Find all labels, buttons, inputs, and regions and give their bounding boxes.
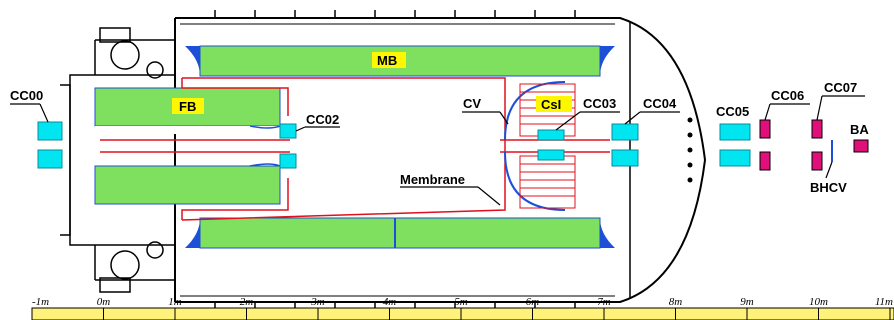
cc00-lower bbox=[37, 149, 63, 169]
cyan-detectors bbox=[37, 121, 751, 169]
scale-tick-label: 9m bbox=[740, 296, 754, 308]
label-cv: CV bbox=[463, 96, 481, 111]
label-cc03: CC03 bbox=[583, 96, 616, 111]
label-cc00: CC00 bbox=[10, 88, 43, 103]
label-cc06: CC06 bbox=[771, 88, 804, 103]
scale-tick-label: 6m bbox=[526, 296, 540, 308]
label-membrane: Membrane bbox=[400, 172, 465, 187]
scale-tick-label: 7m bbox=[597, 296, 611, 308]
label-ba: BA bbox=[850, 122, 869, 137]
label-csi: CsI bbox=[541, 97, 561, 112]
scale-tick-label: -1m bbox=[32, 296, 49, 308]
cc06-upper bbox=[759, 119, 771, 139]
front-barrel bbox=[94, 87, 281, 205]
leader-lines bbox=[10, 95, 865, 206]
scale-tick-label: 8m bbox=[669, 296, 683, 308]
vessel-bolts bbox=[687, 117, 693, 183]
scale-tick-label: 2m bbox=[240, 296, 254, 308]
scale-tick-label: 4m bbox=[383, 296, 397, 308]
cc04-upper bbox=[611, 123, 639, 141]
cc00-upper bbox=[37, 121, 63, 141]
label-cc02: CC02 bbox=[306, 112, 339, 127]
label-bhcv: BHCV bbox=[810, 180, 847, 195]
label-cc05: CC05 bbox=[716, 104, 749, 119]
cc04-lower bbox=[611, 149, 639, 167]
cc06-lower bbox=[759, 151, 771, 171]
fb-top bbox=[94, 87, 281, 127]
scale-tick-label: 10m bbox=[809, 296, 828, 308]
mb-bottom bbox=[199, 217, 601, 249]
scale-tick-label: 0m bbox=[97, 296, 111, 308]
label-cc04: CC04 bbox=[643, 96, 677, 111]
scale-ticks: -1m 0m 1m 2m 3m 4m 5m 6m 7m 8m 9m 10m 11m bbox=[31, 296, 893, 320]
label-cc07: CC07 bbox=[824, 80, 857, 95]
scale-tick-label: 3m bbox=[310, 296, 325, 308]
cc03-lower bbox=[537, 149, 565, 161]
cc02-block bbox=[279, 123, 297, 139]
yellow-label-backgrounds bbox=[172, 52, 572, 114]
cc07-upper bbox=[811, 119, 823, 139]
ba-block bbox=[853, 139, 869, 153]
cc07-lower bbox=[811, 151, 823, 171]
cc05-upper bbox=[719, 123, 751, 141]
scale-tick-label: 11m bbox=[875, 296, 893, 308]
scale-tick-label: 5m bbox=[454, 296, 468, 308]
scale-ruler bbox=[31, 307, 894, 320]
support-brackets bbox=[99, 27, 164, 293]
label-fb: FB bbox=[179, 99, 196, 114]
cc05-lower bbox=[719, 149, 751, 167]
label-mb: MB bbox=[377, 53, 397, 68]
scale-tick-label: 1m bbox=[168, 296, 182, 308]
cc02-block-lower bbox=[279, 153, 297, 169]
fb-bottom bbox=[94, 165, 281, 205]
cc03-upper bbox=[537, 129, 565, 141]
